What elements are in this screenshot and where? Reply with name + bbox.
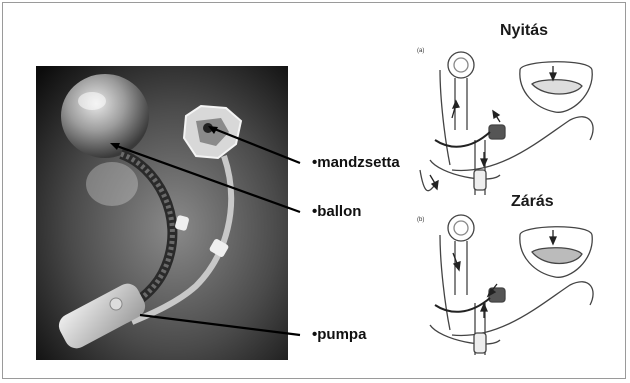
close-title: Zárás xyxy=(511,193,554,211)
open-panel-tag: (a) xyxy=(417,48,424,54)
diagram-close xyxy=(430,215,593,355)
diagram-open xyxy=(420,52,593,195)
open-title: Nyitás xyxy=(500,22,548,40)
close-panel-tag: (b) xyxy=(417,217,424,223)
